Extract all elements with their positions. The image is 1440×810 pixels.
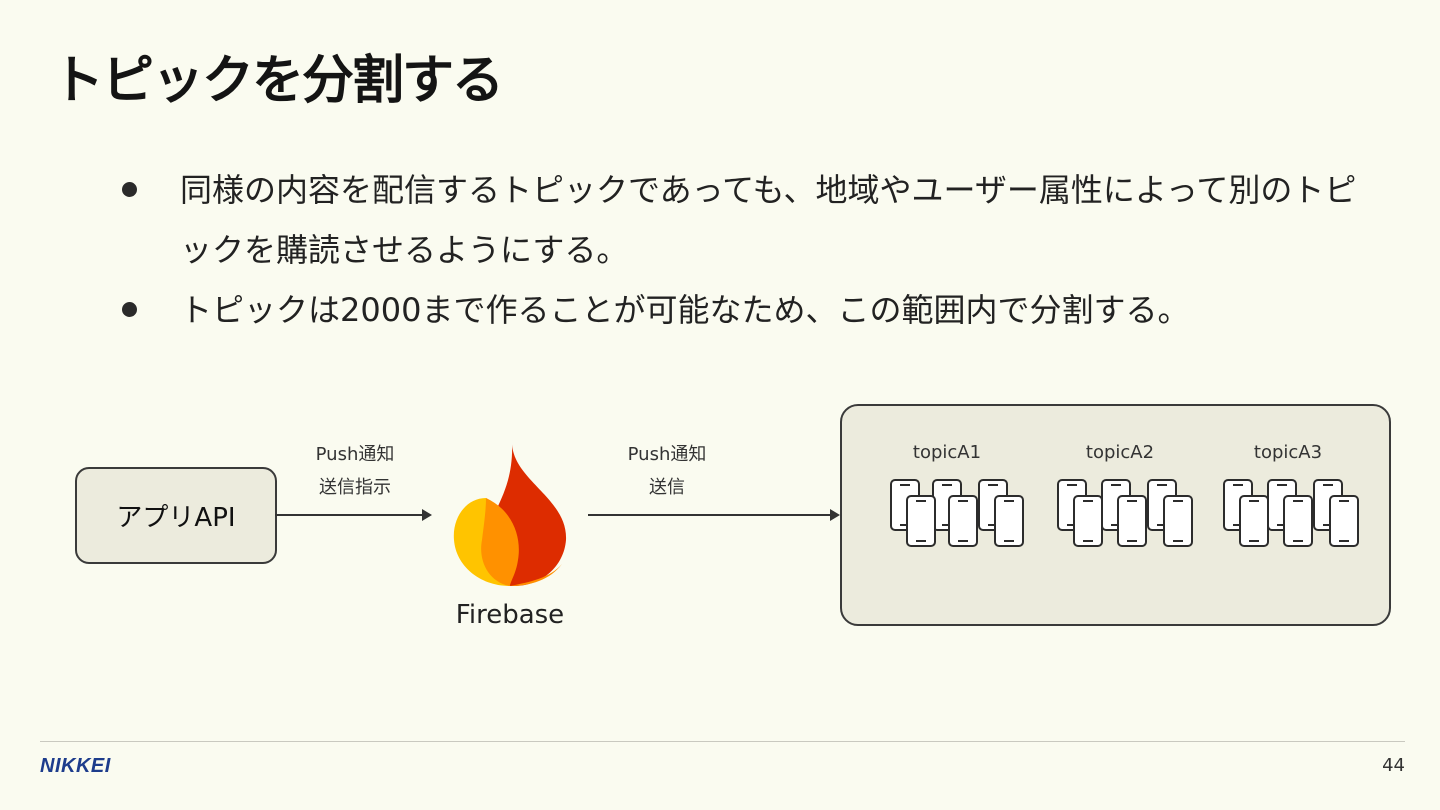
nikkei-logo: NIKKEI [40, 755, 111, 777]
topic-group: topicA2 [1045, 442, 1195, 559]
firebase-label: Firebase [455, 600, 565, 630]
arrow1-label-line1: Push通知 [315, 444, 395, 465]
bullet-text: トピックは2000まで作ることが可能なため、この範囲内で分割する。 [180, 291, 1190, 329]
arrow2-label: Push通知 送信 [612, 438, 722, 504]
arrow2-label-line1: Push通知 [627, 444, 707, 465]
phone-group [1045, 479, 1195, 559]
arrow1-label: Push通知 送信指示 [300, 438, 410, 504]
topics-container: topicA1 topicA2 topicA3 [840, 404, 1391, 626]
phone-icon [1283, 495, 1313, 547]
phone-group [872, 479, 1024, 559]
firebase-logo-icon [453, 442, 567, 586]
topic-label: topicA3 [1253, 442, 1323, 463]
phone-icon [1073, 495, 1103, 547]
bullet-dot-icon [122, 302, 137, 317]
topic-group: topicA1 [872, 442, 1024, 559]
phone-icon [1239, 495, 1269, 547]
bullet-item: 同様の内容を配信するトピックであっても、地域やユーザー属性によって別のトピックを… [120, 160, 1380, 280]
arrow1-label-line2: 送信指示 [319, 477, 391, 498]
page-number: 44 [1382, 755, 1405, 776]
phone-icon [1163, 495, 1193, 547]
phone-icon [1329, 495, 1359, 547]
bullet-text: 同様の内容を配信するトピックであっても、地域やユーザー属性によって別のトピックを… [180, 171, 1357, 269]
topic-group: topicA3 [1213, 442, 1363, 559]
phone-icon [948, 495, 978, 547]
arrow2-label-line2: 送信 [649, 477, 685, 498]
phone-icon [906, 495, 936, 547]
phone-icon [994, 495, 1024, 547]
app-api-box: アプリAPI [75, 467, 277, 564]
bullet-dot-icon [122, 182, 137, 197]
arrow-firebase-to-topics [588, 509, 840, 521]
topic-label: topicA1 [912, 442, 982, 463]
bullet-list: 同様の内容を配信するトピックであっても、地域やユーザー属性によって別のトピックを… [120, 160, 1380, 340]
phone-group [1213, 479, 1363, 559]
slide-title: トピックを分割する [52, 51, 504, 111]
footer-divider [40, 741, 1405, 742]
arrow-app-to-firebase [275, 509, 432, 521]
topic-label: topicA2 [1085, 442, 1155, 463]
phone-icon [1117, 495, 1147, 547]
bullet-item: トピックは2000まで作ることが可能なため、この範囲内で分割する。 [120, 280, 1380, 340]
app-api-label: アプリAPI [116, 503, 236, 533]
